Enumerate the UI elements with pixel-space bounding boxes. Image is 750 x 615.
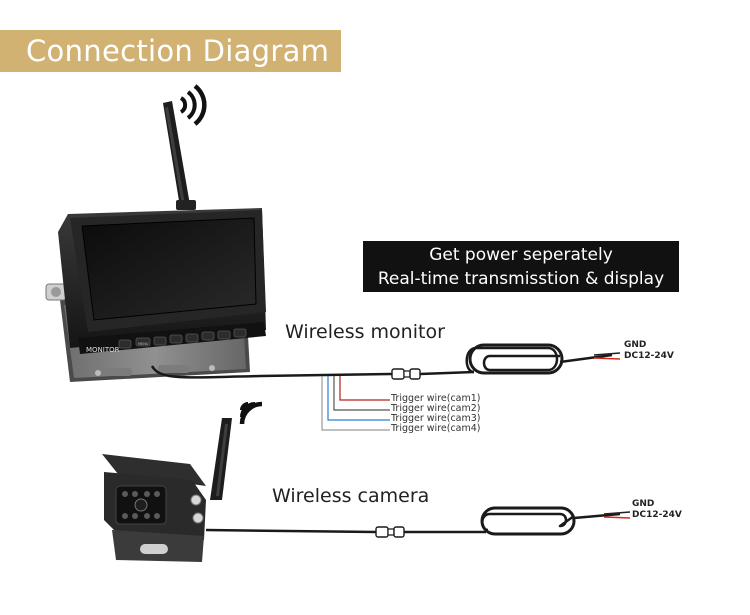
monitor-power-leads <box>593 352 621 360</box>
monitor-screen <box>81 217 257 321</box>
camera-screw <box>192 512 204 524</box>
monitor-menu-label: MENU <box>138 342 149 346</box>
camera-cable <box>205 506 621 538</box>
camera-dc-label: DC12-24V <box>632 510 682 520</box>
camera-wifi-icon <box>239 401 263 425</box>
wireless-camera-label: Wireless camera <box>272 485 430 507</box>
info-line-transmission: Real-time transmisstion & display <box>377 269 665 289</box>
info-line-power: Get power seperately <box>429 245 613 265</box>
monitor-cable <box>150 343 613 380</box>
trigger-wire-label-3: Trigger wire(cam3) <box>391 413 481 424</box>
camera-power-leads <box>603 511 631 519</box>
camera-antenna <box>210 418 232 500</box>
monitor-brand-label: MONITOR <box>86 346 120 354</box>
camera <box>102 401 263 562</box>
camera-screw <box>190 494 202 506</box>
info-box: Get power seperately Real-time transmiss… <box>363 241 679 292</box>
page-title: Connection Diagram <box>26 34 330 68</box>
wireless-monitor-label: Wireless monitor <box>285 321 445 343</box>
title-banner: Connection Diagram <box>0 30 341 72</box>
trigger-wire-label-2: Trigger wire(cam2) <box>391 403 481 414</box>
monitor-wifi-icon <box>179 84 207 126</box>
camera-sunshade <box>102 454 206 486</box>
trigger-wire-label-1: Trigger wire(cam1) <box>391 393 481 404</box>
monitor-mount-knob <box>45 283 67 301</box>
monitor-buttons <box>118 328 247 349</box>
camera-gnd-label: GND <box>632 499 655 509</box>
monitor: MONITOR MENU <box>45 84 266 382</box>
camera-ir-leds <box>122 491 160 519</box>
trigger-wire-label-4: Trigger wire(cam4) <box>391 423 481 434</box>
monitor-gnd-label: GND <box>624 340 647 350</box>
trigger-wires <box>321 376 390 431</box>
monitor-antenna <box>163 101 196 210</box>
monitor-dc-label: DC12-24V <box>624 351 674 361</box>
camera-bracket-slot <box>140 544 168 554</box>
